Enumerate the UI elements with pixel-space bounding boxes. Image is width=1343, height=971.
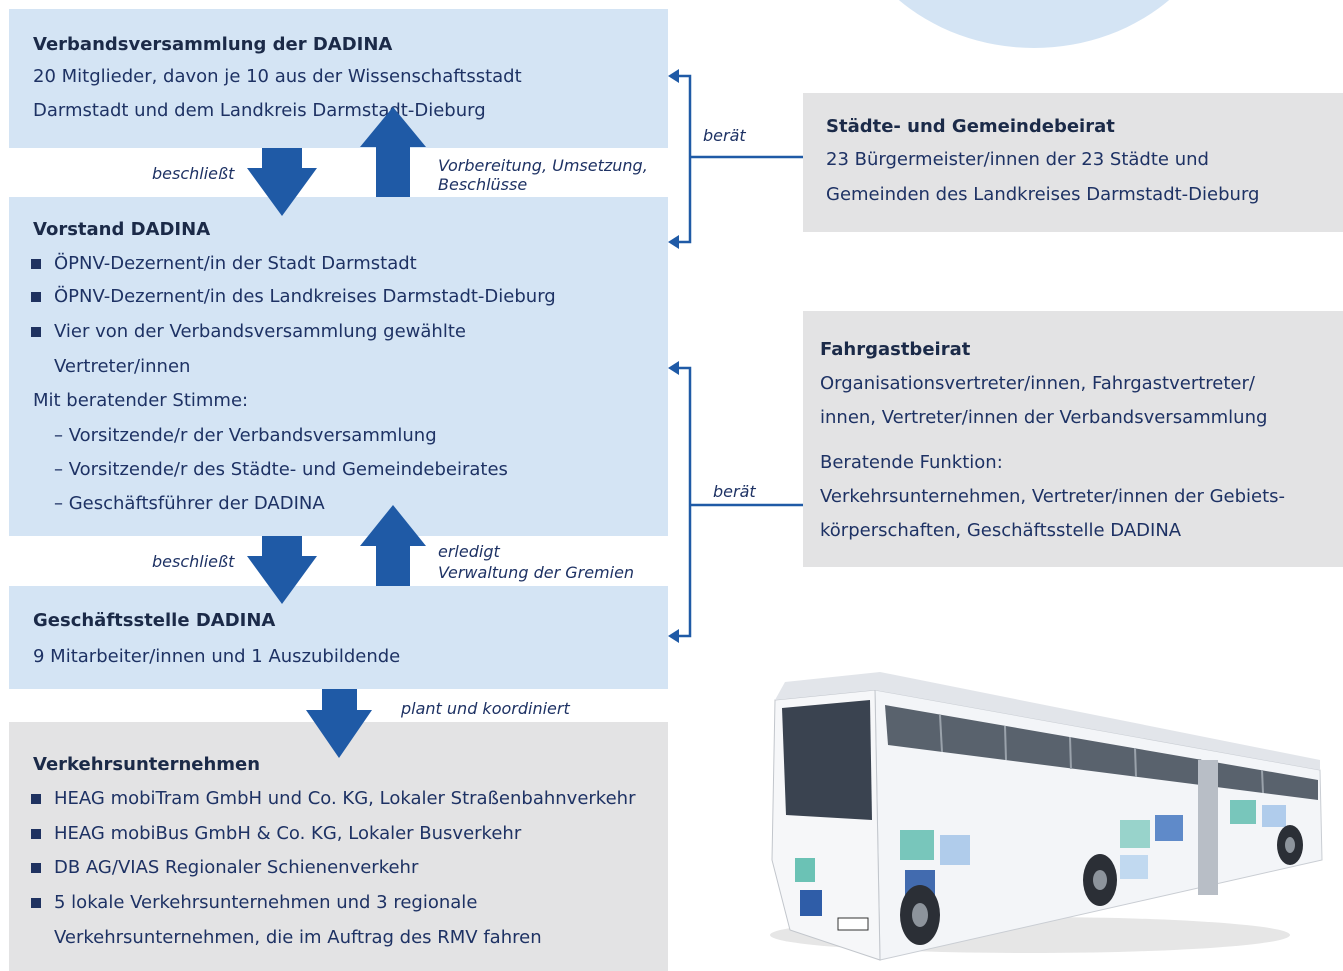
geschaeftsstelle-box [9, 586, 668, 689]
verbandsversammlung-line: Darmstadt und dem Landkreis Darmstadt-Di… [33, 100, 486, 121]
arrowhead-left [668, 69, 679, 83]
geschaeftsstelle-line: 9 Mitarbeiter/innen und 1 Auszubildende [33, 646, 401, 667]
arrow-down-beschliesst-2 [247, 536, 317, 604]
bus-tile [900, 830, 934, 860]
staedtebeirat-box [803, 93, 1343, 232]
arrow-up-vorbereitung [360, 107, 426, 197]
bus-tile [1155, 815, 1183, 841]
label-vorbereitung-2: Beschlüsse [438, 175, 528, 194]
vorstand-item: Vier von der Verbandsversammlung gewählt… [54, 321, 466, 342]
connector-staedtebeirat [672, 74, 803, 244]
geschaeftsstelle-title: Geschäftsstelle DADINA [33, 610, 276, 631]
bullet-square [31, 898, 41, 908]
staedtebeirat-title: Städte- und Gemeindebeirat [826, 116, 1115, 137]
verkehrsunternehmen-item: HEAG mobiTram GmbH und Co. KG, Lokaler S… [54, 788, 636, 809]
bullet-square [31, 794, 41, 804]
arrowhead-left [668, 235, 679, 249]
bus-tile [940, 835, 970, 865]
vorstand-dash-item: – Vorsitzende/r der Verbandsversammlung [54, 425, 437, 446]
verkehrsunternehmen-item-continued: Verkehrsunternehmen, die im Auftrag des … [54, 927, 542, 948]
label-plant: plant und koordiniert [401, 699, 570, 718]
arrow-up-erledigt [360, 505, 426, 586]
label-beschliesst-2: beschließt [152, 552, 235, 571]
fahrgastbeirat-line: Organisationsvertreter/innen, Fahrgastve… [820, 373, 1255, 394]
vorstand-dash-item: – Geschäftsführer der DADINA [54, 493, 325, 514]
fahrgastbeirat-line: innen, Vertreter/innen der Verbandsversa… [820, 407, 1268, 428]
bullet-square [31, 327, 41, 337]
fahrgastbeirat-line: Beratende Funktion: [820, 452, 1003, 473]
fahrgastbeirat-line: Verkehrsunternehmen, Vertreter/innen der… [820, 486, 1286, 507]
vorstand-title: Vorstand DADINA [33, 219, 211, 240]
vorstand-box [9, 197, 668, 536]
arrowhead-left [668, 361, 679, 375]
arrowhead-left [668, 629, 679, 643]
verkehrsunternehmen-item: 5 lokale Verkehrsunternehmen und 3 regio… [54, 892, 478, 913]
verkehrsunternehmen-box [9, 722, 668, 971]
bus-tile [1262, 805, 1286, 827]
fahrgastbeirat-line: körperschaften, Geschäftsstelle DADINA [820, 520, 1182, 541]
verbandsversammlung-box [9, 9, 668, 148]
arrow-down-plant [306, 689, 372, 758]
verkehrsunternehmen-item: HEAG mobiBus GmbH & Co. KG, Lokaler Busv… [54, 823, 522, 844]
verkehrsunternehmen-item: DB AG/VIAS Regionaler Schienenverkehr [54, 857, 419, 878]
bus-tile [1120, 855, 1148, 879]
label-beschliesst: beschließt [152, 164, 235, 183]
label-erledigt: erledigt [438, 542, 500, 561]
arrow-down-beschliesst [247, 148, 317, 216]
vorstand-item-continued: Vertreter/innen [54, 356, 191, 377]
bus-front-tile [795, 858, 815, 882]
fahrgastbeirat-title: Fahrgastbeirat [820, 339, 971, 360]
verbandsversammlung-title: Verbandsversammlung der DADINA [33, 34, 393, 55]
bullet-square [31, 292, 41, 302]
staedtebeirat-line: 23 Bürgermeister/innen der 23 Städte und [826, 149, 1209, 170]
bus-plate [837, 917, 869, 931]
verbandsversammlung-line: 20 Mitglieder, davon je 10 aus der Wisse… [33, 66, 522, 87]
label-vorbereitung: Vorbereitung, Umsetzung, [438, 156, 648, 175]
verkehrsunternehmen-title: Verkehrsunternehmen [33, 754, 261, 775]
bullet-square [31, 259, 41, 269]
bus-front-tile [800, 890, 822, 916]
bus-tile [1120, 820, 1150, 848]
bullet-square [31, 829, 41, 839]
vorstand-subheading: Mit beratender Stimme: [33, 390, 249, 411]
connector-fahrgastbeirat [672, 366, 803, 638]
vorstand-item: ÖPNV-Dezernent/in der Stadt Darmstadt [54, 253, 417, 274]
vorstand-dash-item: – Vorsitzende/r des Städte- und Gemeinde… [54, 459, 508, 480]
vorstand-item: ÖPNV-Dezernent/in des Landkreises Darmst… [54, 286, 556, 307]
bus-roof [775, 672, 1320, 770]
bullet-square [31, 863, 41, 873]
staedtebeirat-line: Gemeinden des Landkreises Darmstadt-Dieb… [826, 184, 1260, 205]
fahrgastbeirat-box [803, 311, 1343, 567]
label-erledigt-2: Verwaltung der Gremien [438, 563, 635, 582]
bus-tile [1230, 800, 1256, 824]
label-beraet: berät [703, 126, 746, 145]
bus-articulation [1198, 760, 1218, 895]
label-beraet-2: berät [713, 482, 756, 501]
bus-windshield [782, 700, 872, 820]
